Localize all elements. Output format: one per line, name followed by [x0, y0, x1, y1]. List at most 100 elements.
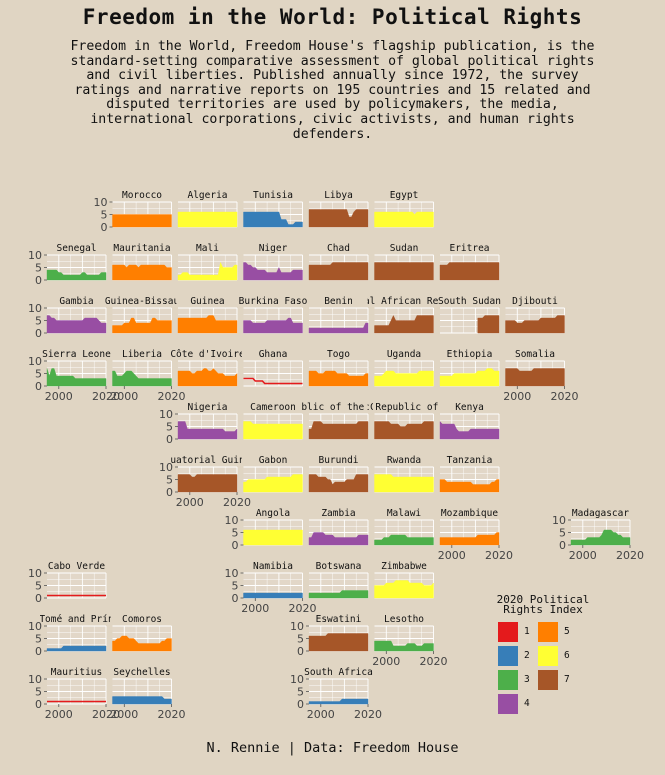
- x-tick-label: 2020: [92, 708, 120, 721]
- area-ethiopia: [439, 368, 500, 387]
- panel-uganda: Uganda: [374, 349, 434, 387]
- caption: N. Rennie | Data: Freedom House: [206, 740, 459, 756]
- strip-label-namibia: Namibia: [253, 561, 293, 572]
- strip-label-botswana: Botswana: [316, 561, 362, 572]
- strip-label-uganda: Uganda: [387, 349, 421, 360]
- strip-label-guinea: Guinea: [190, 296, 224, 307]
- y-tick-label: 0: [35, 698, 42, 711]
- area-zimbabwe: [374, 580, 434, 599]
- x-tick-label: 2000: [438, 549, 466, 562]
- x-tick-label: 2020: [616, 549, 644, 562]
- strip-label-rwanda: Rwanda: [387, 455, 421, 466]
- y-tick-label: 5: [232, 580, 239, 593]
- panel-ethiopia: Ethiopia: [439, 349, 500, 387]
- x-tick-label: 2020: [158, 708, 186, 721]
- x-tick-label: 2000: [110, 390, 138, 403]
- area-nigeria: [177, 421, 238, 440]
- y-tick-label: 0: [232, 592, 239, 605]
- panel-gabon: Gabon: [243, 455, 303, 493]
- strip-label-burkina-faso: Burkina Faso: [239, 296, 308, 307]
- y-tick-label: 0: [166, 433, 173, 446]
- y-tick-label: 10: [28, 673, 42, 686]
- strip-label-guinea-bissau: Guinea-Bissau: [105, 296, 179, 307]
- panel-kenya: Kenya: [439, 402, 500, 440]
- area-benin: [308, 322, 369, 334]
- area-seychelles: [112, 696, 172, 705]
- y-tick-label: 5: [35, 686, 42, 699]
- y-tick-label: 0: [35, 592, 42, 605]
- area-south-africa: [308, 698, 369, 705]
- strip-label-burundi: Burundi: [318, 455, 358, 466]
- panel-comoros: Comoros: [112, 614, 172, 652]
- strip-label-gambia: Gambia: [59, 296, 93, 307]
- y-tick-label: 0: [297, 645, 304, 658]
- y-tick-label: 10: [290, 673, 304, 686]
- y-tick-label: 0: [166, 486, 173, 499]
- strip-label-benin: Benin: [324, 296, 353, 307]
- strip-label-togo: Togo: [327, 349, 350, 360]
- strip-label-cote-d-ivoire: Côte d'Ivoire: [170, 349, 245, 360]
- area-democratic-republic-of-the-congo: [374, 421, 434, 440]
- panel-guinea-bissau: Guinea-Bissau: [105, 296, 179, 334]
- y-tick-label: 0: [297, 698, 304, 711]
- area-zambia: [308, 532, 369, 546]
- strip-label-seychelles: Seychelles: [113, 667, 170, 678]
- panel-cameroon: Cameroon: [243, 402, 303, 440]
- panel-sudan: Sudan: [374, 243, 434, 281]
- panel-tunisia: Tunisia: [243, 190, 303, 228]
- legend-title: 2020 Political Rights Index: [496, 593, 590, 616]
- x-tick-label: 2000: [176, 496, 204, 509]
- y-tick-label: 10: [94, 196, 108, 209]
- y-tick-label: 0: [35, 645, 42, 658]
- x-tick-label: 2020: [158, 390, 186, 403]
- strip-label-sierra-leone: Sierra Leone: [42, 349, 111, 360]
- strip-label-sao-tome-and-principe: São Tomé and Príncipe: [16, 614, 136, 625]
- x-tick-label: 2000: [45, 708, 73, 721]
- x-tick-label: 2000: [569, 549, 597, 562]
- strip-label-senegal: Senegal: [56, 243, 96, 254]
- y-tick-label: 0: [101, 221, 108, 234]
- strip-label-south-sudan: South Sudan: [438, 296, 501, 307]
- panel-central-african-republic: Central African Republic: [368, 296, 439, 334]
- y-tick-label: 5: [232, 527, 239, 540]
- y-tick-label: 5: [35, 580, 42, 593]
- panel-ghana: Ghana: [243, 349, 303, 387]
- x-tick-label: 2020: [354, 708, 382, 721]
- strip-label-south-africa: South Africa: [304, 667, 373, 678]
- area-guinea-bissau: [112, 317, 172, 334]
- area-malawi: [374, 534, 434, 546]
- strip-label-gabon: Gabon: [259, 455, 288, 466]
- x-tick-label: 2000: [110, 708, 138, 721]
- y-tick-label: 5: [35, 633, 42, 646]
- panel-benin: Benin: [308, 296, 369, 334]
- strip-label-cameroon: Cameroon: [250, 402, 296, 413]
- area-namibia: [243, 592, 303, 599]
- panel-burkina-faso: Burkina Faso: [239, 296, 308, 334]
- area-tunisia: [243, 211, 303, 228]
- area-gambia: [46, 315, 107, 334]
- y-tick-label: 5: [297, 633, 304, 646]
- area-morocco: [112, 214, 172, 228]
- panel-guinea: Guinea: [177, 296, 238, 334]
- y-tick-label: 5: [166, 474, 173, 487]
- x-tick-label: 2000: [503, 390, 531, 403]
- area-togo: [308, 370, 369, 387]
- strip-label-tanzania: Tanzania: [447, 455, 493, 466]
- area-chad: [308, 262, 369, 281]
- strip-label-zambia: Zambia: [321, 508, 355, 519]
- x-tick-label: 2000: [372, 655, 400, 668]
- area-sao-tome-and-principe: [46, 645, 107, 652]
- area-burkina-faso: [243, 317, 303, 334]
- y-tick-label: 10: [28, 249, 42, 262]
- y-tick-label: 10: [28, 355, 42, 368]
